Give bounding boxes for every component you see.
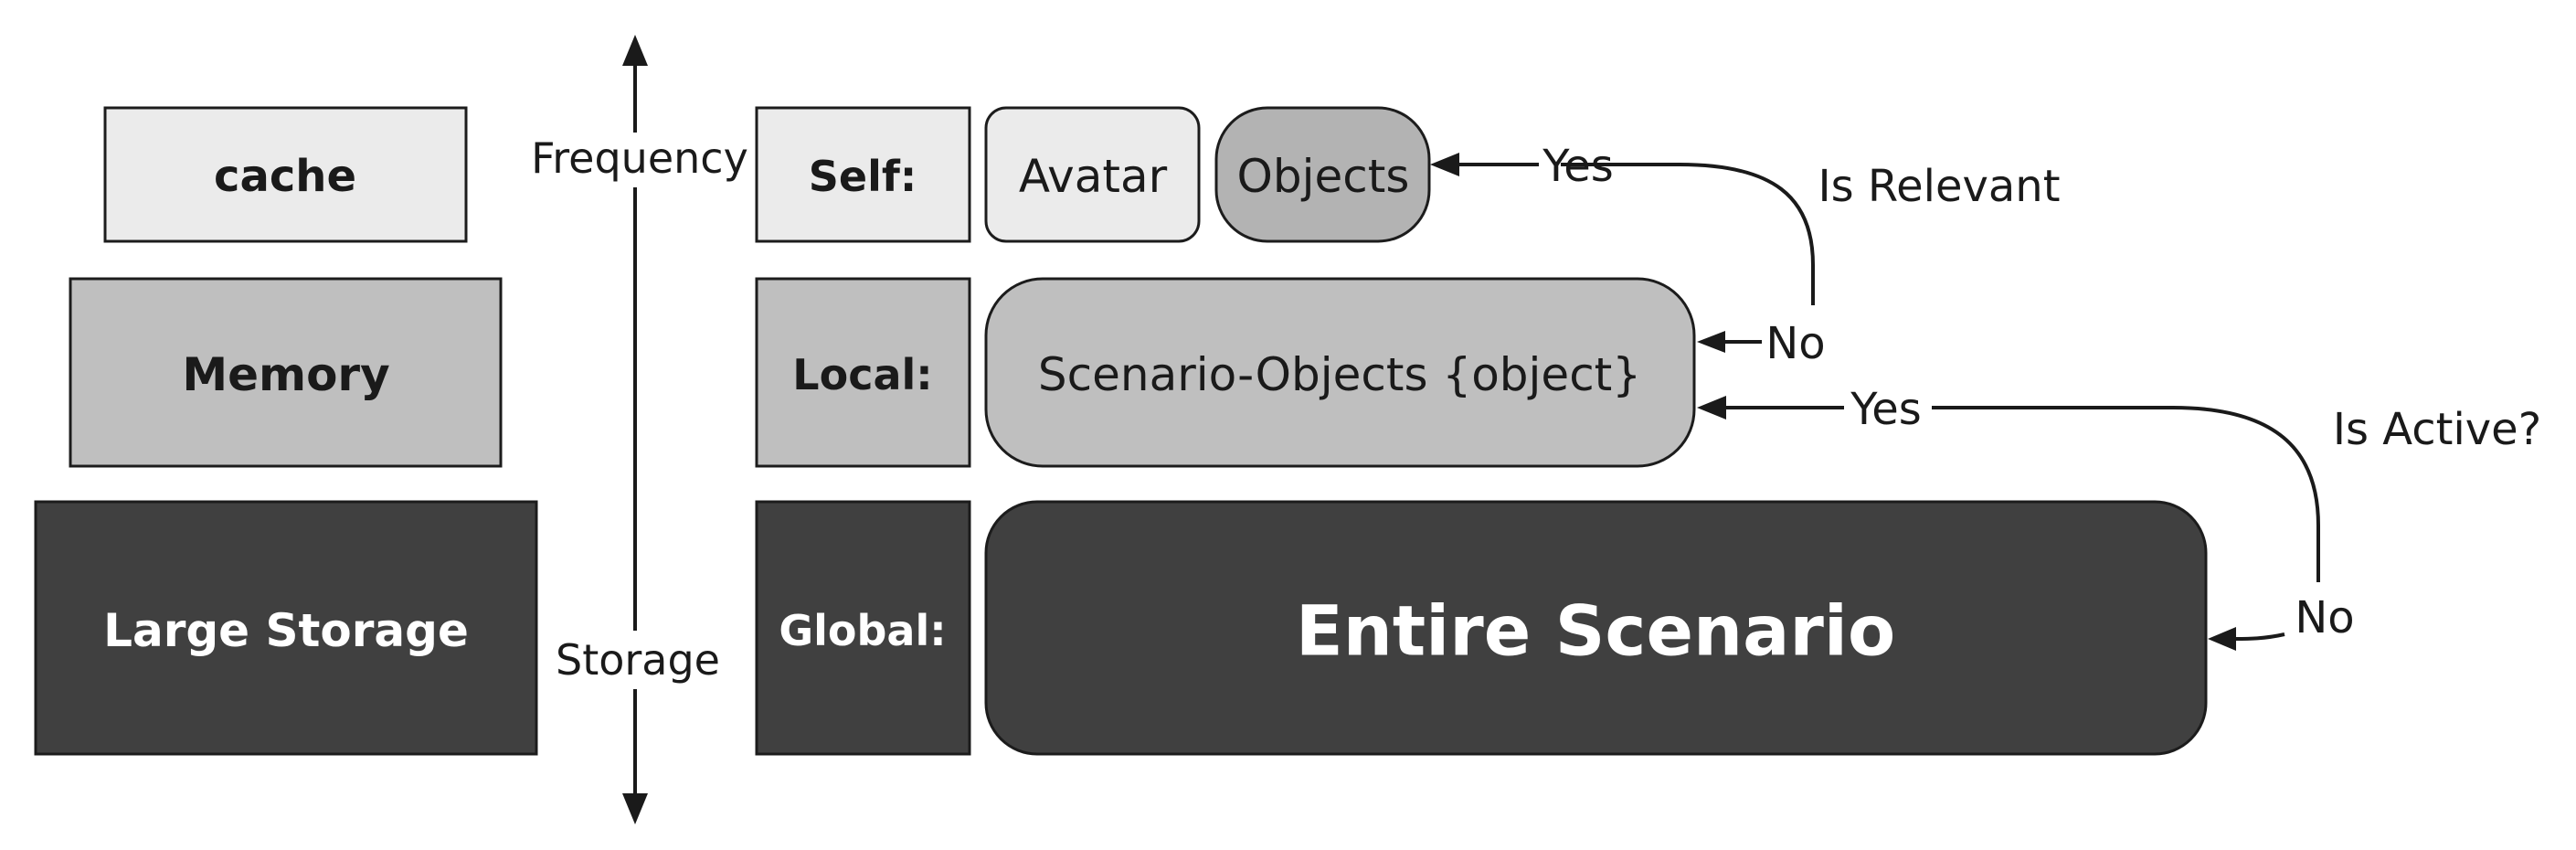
level-self: Self: <box>755 106 971 243</box>
is-relevant-decision: Is Relevant Yes No <box>1430 141 2061 369</box>
tier-memory-label: Memory <box>182 348 389 401</box>
yes-relevant-label: Yes <box>1542 141 1613 192</box>
entire-scenario-block: Entire Scenario <box>984 500 2208 756</box>
level-local-label: Local: <box>792 350 932 399</box>
no-relevant-label: No <box>1765 318 1825 369</box>
yes-to-local-arrowhead <box>1697 396 1726 420</box>
is-active-connector <box>1932 406 2320 582</box>
axis-label-frequency: Frequency <box>531 133 748 183</box>
objects-label: Objects <box>1237 150 1410 203</box>
entire-scenario-label: Entire Scenario <box>1296 590 1895 672</box>
objects-block: Objects <box>1214 106 1431 243</box>
frequency-storage-axis: Frequency Storage <box>525 35 754 824</box>
yes-active-label: Yes <box>1850 384 1921 435</box>
is-relevant-connector <box>1561 163 1815 305</box>
axis-arrow-up <box>622 35 648 66</box>
tier-cache: cache <box>103 106 468 243</box>
axis-arrow-down <box>622 793 648 824</box>
no-active-label: No <box>2295 592 2354 643</box>
no-to-local-arrowhead <box>1697 331 1725 353</box>
level-self-label: Self: <box>809 152 917 201</box>
no-to-global-line <box>2234 632 2285 641</box>
tier-large-storage-label: Large Storage <box>103 604 469 657</box>
yes-to-objects-arrowhead <box>1430 153 1459 176</box>
level-local: Local: <box>755 277 971 468</box>
is-active-decision: Is Active? Yes No <box>1697 384 2541 651</box>
tier-memory: Memory <box>69 277 503 468</box>
scenario-objects-block: Scenario-Objects {object} <box>984 277 1696 468</box>
tier-large-storage: Large Storage <box>34 500 538 756</box>
level-global-label: Global: <box>779 606 946 655</box>
avatar-label: Avatar <box>1019 150 1168 203</box>
axis-label-storage: Storage <box>556 635 720 685</box>
tier-cache-label: cache <box>214 151 356 202</box>
is-active-label: Is Active? <box>2333 404 2541 455</box>
is-relevant-label: Is Relevant <box>1818 161 2060 212</box>
avatar-block: Avatar <box>984 106 1201 243</box>
no-to-global-arrowhead <box>2208 627 2236 651</box>
level-global: Global: <box>755 500 971 756</box>
scenario-objects-label: Scenario-Objects {object} <box>1038 348 1641 401</box>
